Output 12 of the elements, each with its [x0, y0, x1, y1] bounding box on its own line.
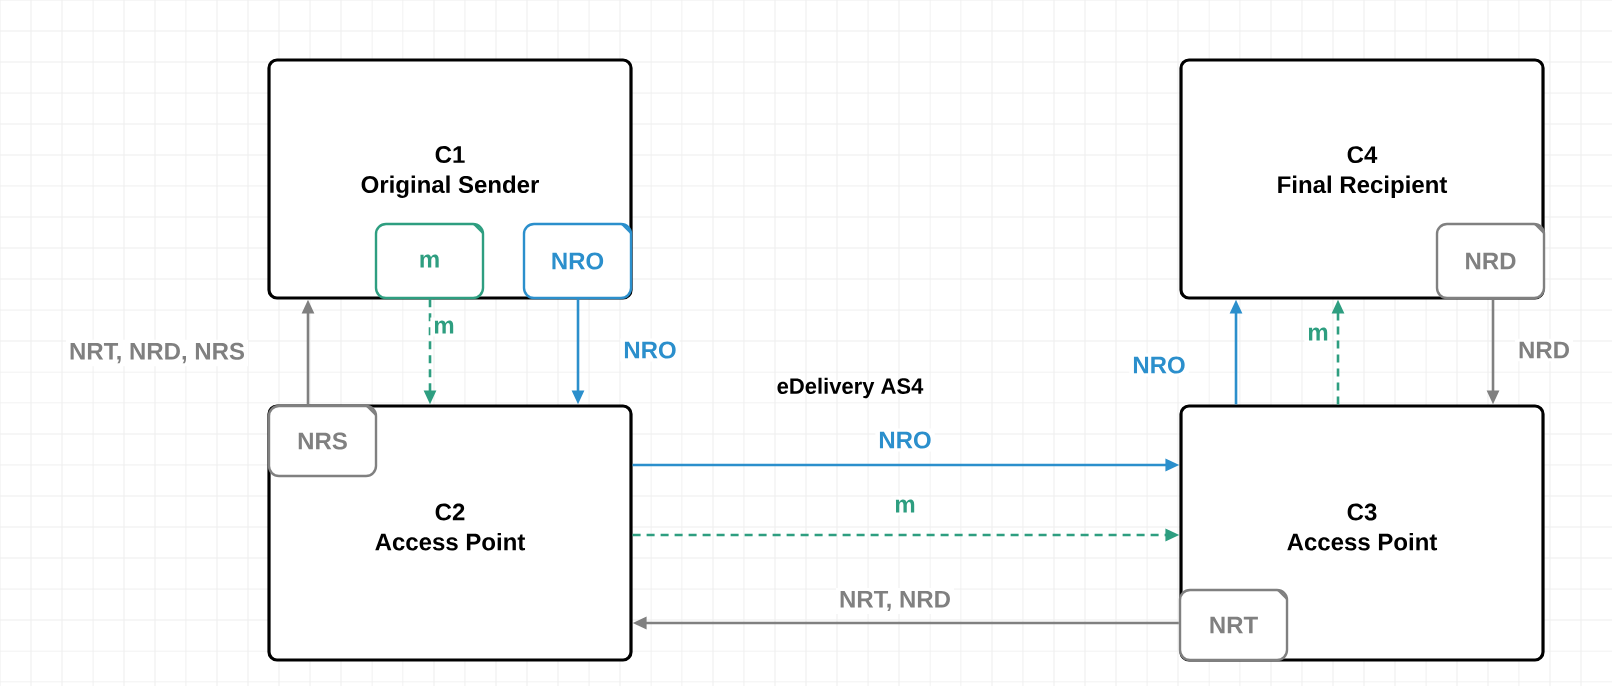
document-box: NRO — [522, 222, 633, 300]
document-box: m — [374, 222, 485, 300]
document-box: NRD — [1435, 222, 1546, 300]
edge-label: NRO — [875, 428, 935, 452]
edge-label: NRO — [1129, 353, 1189, 377]
document-box: NRT — [1178, 588, 1289, 662]
document-box: NRS — [267, 404, 378, 478]
edge-label: NRT, NRD, NRS — [66, 339, 248, 367]
edge-label: NRO — [620, 338, 680, 362]
protocol-label: eDelivery AS4 — [777, 377, 924, 399]
edge-label: NRT, NRD — [836, 587, 954, 615]
edge-label: NRD — [1515, 338, 1573, 362]
